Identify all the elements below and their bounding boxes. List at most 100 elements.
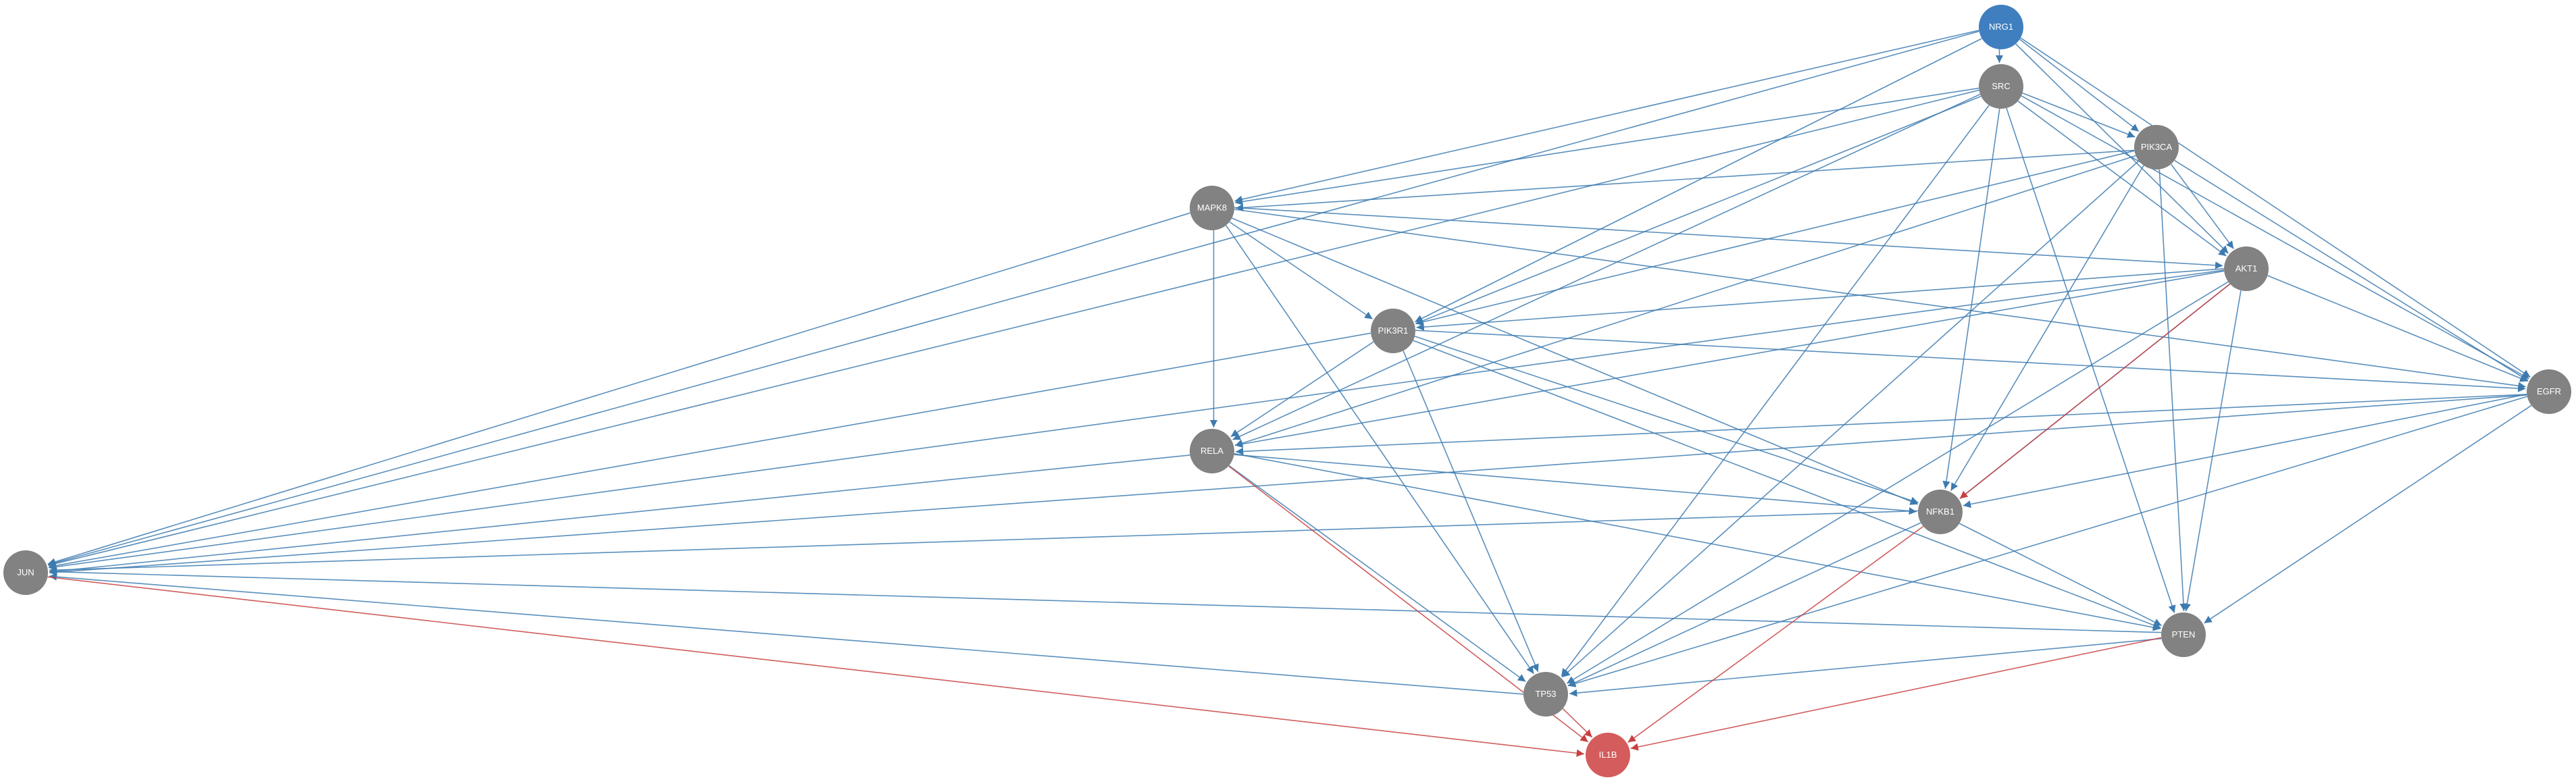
- node-label: RELA: [1201, 446, 1223, 456]
- edge-mapk8-egfr[interactable]: [1234, 209, 2526, 390]
- node-src[interactable]: SRC: [1979, 64, 2023, 109]
- edge-pik3ca-mapk8[interactable]: [1236, 149, 2135, 212]
- edge-nrg1-mapk8[interactable]: [1234, 30, 1979, 203]
- edge-mapk8-pik3r1[interactable]: [1229, 221, 1373, 320]
- edge-pik3ca-akt1[interactable]: [2170, 163, 2234, 249]
- edge-src-akt1[interactable]: [2017, 101, 2227, 257]
- edge-nfkb1-il1b[interactable]: [1627, 525, 1924, 743]
- edge-pten-jun[interactable]: [49, 568, 2162, 633]
- edge-pik3r1-egfr[interactable]: [1415, 330, 2526, 392]
- edge-rela-jun[interactable]: [49, 454, 1190, 575]
- node-label: JUN: [17, 567, 34, 577]
- edge-pik3ca-egfr[interactable]: [2174, 159, 2529, 382]
- edge-src-nfkb1[interactable]: [1942, 108, 2000, 489]
- edge-tp53-jun[interactable]: [49, 573, 1523, 695]
- edge-akt1-pik3r1[interactable]: [1416, 268, 2224, 331]
- node-nrg1[interactable]: NRG1: [1979, 5, 2023, 49]
- node-egfr[interactable]: EGFR: [2527, 369, 2571, 414]
- node-circle[interactable]: [2224, 246, 2269, 291]
- edge-nrg1-pik3r1[interactable]: [1415, 38, 1982, 323]
- node-jun[interactable]: JUN: [3, 550, 48, 595]
- edge-mapk8-nfkb1[interactable]: [1232, 217, 1919, 505]
- node-circle[interactable]: [3, 550, 48, 595]
- node-circle[interactable]: [1190, 429, 1234, 473]
- node-circle[interactable]: [1979, 5, 2023, 49]
- edge-akt1-nfkb1[interactable]: [1959, 283, 2231, 499]
- node-label: TP53: [1535, 689, 1556, 699]
- node-label: PTEN: [2172, 629, 2196, 640]
- edge-akt1-jun[interactable]: [49, 269, 2225, 571]
- edge-tp53-il1b[interactable]: [1562, 708, 1593, 738]
- edge-egfr-tp53[interactable]: [1567, 396, 2527, 687]
- edge-nfkb1-jun[interactable]: [49, 510, 1918, 574]
- node-akt1[interactable]: AKT1: [2224, 246, 2269, 291]
- edge-egfr-nfkb1[interactable]: [1963, 394, 2527, 509]
- edge-pik3r1-tp53[interactable]: [1403, 350, 1539, 673]
- edge-akt1-tp53[interactable]: [1566, 281, 2229, 684]
- edge-src-jun[interactable]: [48, 89, 1979, 567]
- edge-akt1-rela[interactable]: [1234, 270, 2225, 448]
- edge-pik3r1-rela[interactable]: [1230, 341, 1374, 438]
- edge-pik3ca-rela[interactable]: [1234, 155, 2136, 447]
- edge-src-pik3ca[interactable]: [2022, 92, 2136, 138]
- edge-pik3r1-jun[interactable]: [48, 332, 1371, 569]
- edge-nrg1-jun[interactable]: [47, 30, 1979, 567]
- node-il1b[interactable]: IL1B: [1586, 733, 1630, 777]
- node-label: PIK3R1: [1378, 325, 1409, 336]
- edge-akt1-egfr[interactable]: [2267, 275, 2528, 382]
- edge-pik3r1-nfkb1[interactable]: [1414, 336, 1919, 504]
- edge-nrg1-egfr[interactable]: [2020, 37, 2531, 378]
- node-circle[interactable]: [2527, 369, 2571, 414]
- edge-src-rela[interactable]: [1232, 93, 1981, 440]
- edge-pik3ca-pten[interactable]: [2158, 169, 2188, 611]
- edge-src-pik3r1[interactable]: [1415, 95, 1981, 325]
- node-label: PIK3CA: [2141, 142, 2173, 152]
- edge-pik3ca-nfkb1[interactable]: [1950, 165, 2144, 492]
- edge-pten-tp53[interactable]: [1569, 637, 2162, 697]
- edge-mapk8-tp53[interactable]: [1226, 225, 1534, 675]
- node-label: NFKB1: [1926, 506, 1954, 517]
- edge-src-tp53[interactable]: [1561, 105, 1990, 677]
- edge-src-pten[interactable]: [2006, 107, 2176, 613]
- node-pten[interactable]: PTEN: [2161, 612, 2206, 657]
- node-tp53[interactable]: TP53: [1523, 672, 1568, 716]
- edge-src-mapk8[interactable]: [1235, 87, 1979, 206]
- node-pik3r1[interactable]: PIK3R1: [1371, 309, 1415, 353]
- edge-layer: [47, 30, 2532, 757]
- edge-nrg1-akt1[interactable]: [2015, 43, 2229, 254]
- edge-rela-pten[interactable]: [1234, 452, 2161, 631]
- node-label: SRC: [1992, 81, 2010, 91]
- edge-mapk8-jun[interactable]: [47, 212, 1190, 566]
- edge-rela-tp53[interactable]: [1228, 465, 1526, 683]
- edge-akt1-pten[interactable]: [2183, 290, 2242, 612]
- node-circle[interactable]: [2134, 125, 2179, 170]
- node-pik3ca[interactable]: PIK3CA: [2134, 125, 2179, 170]
- node-circle[interactable]: [1523, 672, 1568, 716]
- node-circle[interactable]: [1586, 733, 1630, 777]
- edge-nfkb1-pten[interactable]: [1959, 523, 2162, 627]
- edge-nrg1-pik3ca[interactable]: [2019, 38, 2140, 132]
- edge-rela-nfkb1[interactable]: [1234, 454, 1917, 515]
- node-label: IL1B: [1599, 750, 1617, 760]
- edge-jun-il1b[interactable]: [47, 576, 1584, 757]
- edge-pik3r1-pten[interactable]: [1413, 340, 2161, 629]
- node-circle[interactable]: [2161, 612, 2206, 657]
- edge-pik3ca-pik3r1[interactable]: [1415, 150, 2135, 326]
- edge-src-egfr[interactable]: [2021, 95, 2529, 380]
- node-circle[interactable]: [1918, 490, 1963, 534]
- node-circle[interactable]: [1190, 186, 1234, 230]
- node-mapk8[interactable]: MAPK8: [1190, 186, 1234, 230]
- node-circle[interactable]: [1979, 64, 2023, 109]
- edge-nfkb1-tp53[interactable]: [1567, 522, 1921, 687]
- edge-egfr-rela[interactable]: [1236, 394, 2527, 455]
- node-rela[interactable]: RELA: [1190, 429, 1234, 473]
- edge-egfr-pten[interactable]: [2204, 405, 2532, 624]
- node-circle[interactable]: [1371, 309, 1415, 353]
- edge-pten-il1b[interactable]: [1630, 637, 2162, 751]
- edge-pik3ca-tp53[interactable]: [1561, 160, 2140, 678]
- edge-egfr-jun[interactable]: [49, 394, 2527, 576]
- node-nfkb1[interactable]: NFKB1: [1918, 490, 1963, 534]
- edge-mapk8-akt1[interactable]: [1234, 207, 2223, 269]
